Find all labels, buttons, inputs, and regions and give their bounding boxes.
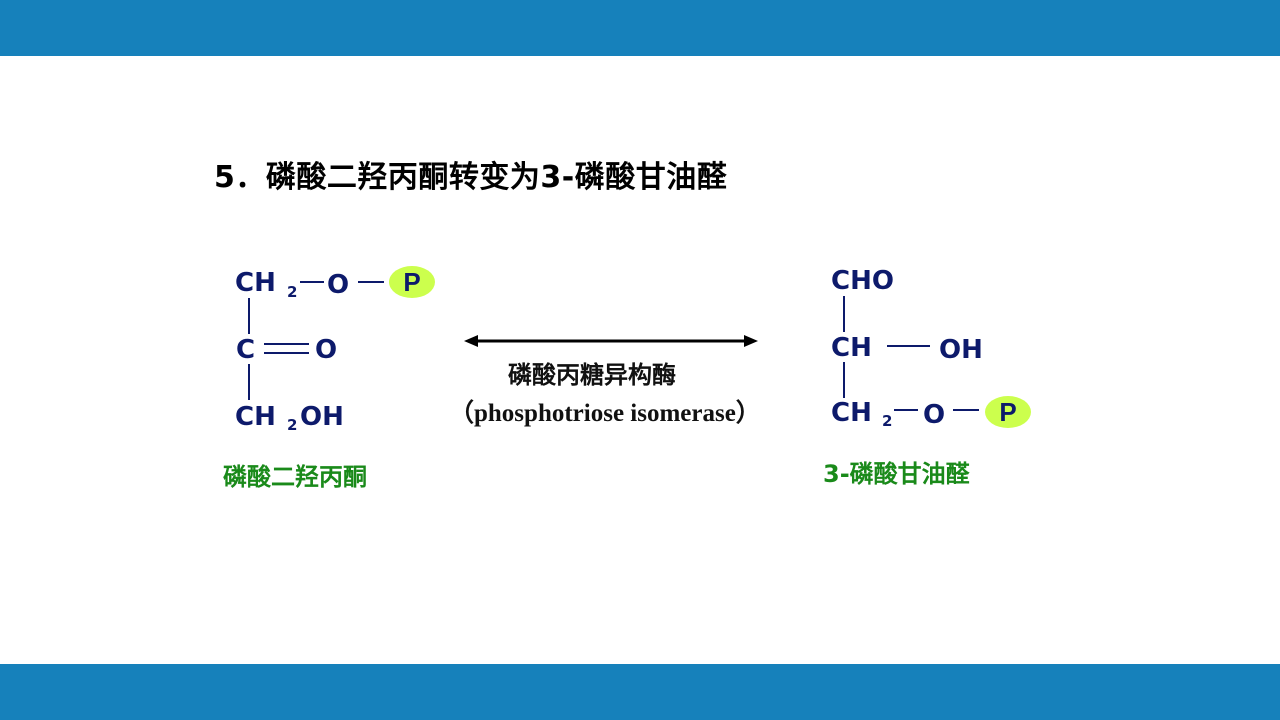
enzyme-name-chinese: 磷酸丙糖异构酶 <box>508 361 676 389</box>
left-ch2-top: CH <box>235 268 276 298</box>
slide-title: 5．磷酸二羟丙酮转变为3-磷酸甘油醛 <box>214 160 728 195</box>
left-hydroxyl: OH <box>300 402 344 432</box>
right-aldehyde: CHO <box>831 266 894 296</box>
double-headed-arrow-icon <box>464 335 758 347</box>
right-phosphate-label: P <box>999 396 1017 427</box>
left-ester-oxygen: O <box>327 270 350 300</box>
left-carbonyl-carbon: C <box>236 335 256 365</box>
left-phosphate-label: P <box>403 266 421 297</box>
right-subscript: 2 <box>882 412 893 430</box>
left-ch2-bottom: CH <box>235 402 276 432</box>
bottom-banner <box>0 664 1280 720</box>
left-phosphate-badge: P <box>389 266 435 298</box>
right-ch: CH <box>831 333 872 363</box>
left-carbonyl-oxygen: O <box>315 335 338 365</box>
left-subscript-bottom: 2 <box>287 416 298 434</box>
right-ch2: CH <box>831 398 872 428</box>
right-ester-oxygen: O <box>923 400 946 430</box>
right-phosphate-badge: P <box>985 396 1031 428</box>
right-hydroxyl: OH <box>939 335 983 365</box>
right-compound-name: 3-磷酸甘油醛 <box>823 460 970 488</box>
enzyme-name-english: （phosphotriose isomerase） <box>449 400 761 427</box>
left-compound-name: 磷酸二羟丙酮 <box>223 463 367 491</box>
left-subscript-top: 2 <box>287 283 298 301</box>
top-banner <box>0 0 1280 56</box>
